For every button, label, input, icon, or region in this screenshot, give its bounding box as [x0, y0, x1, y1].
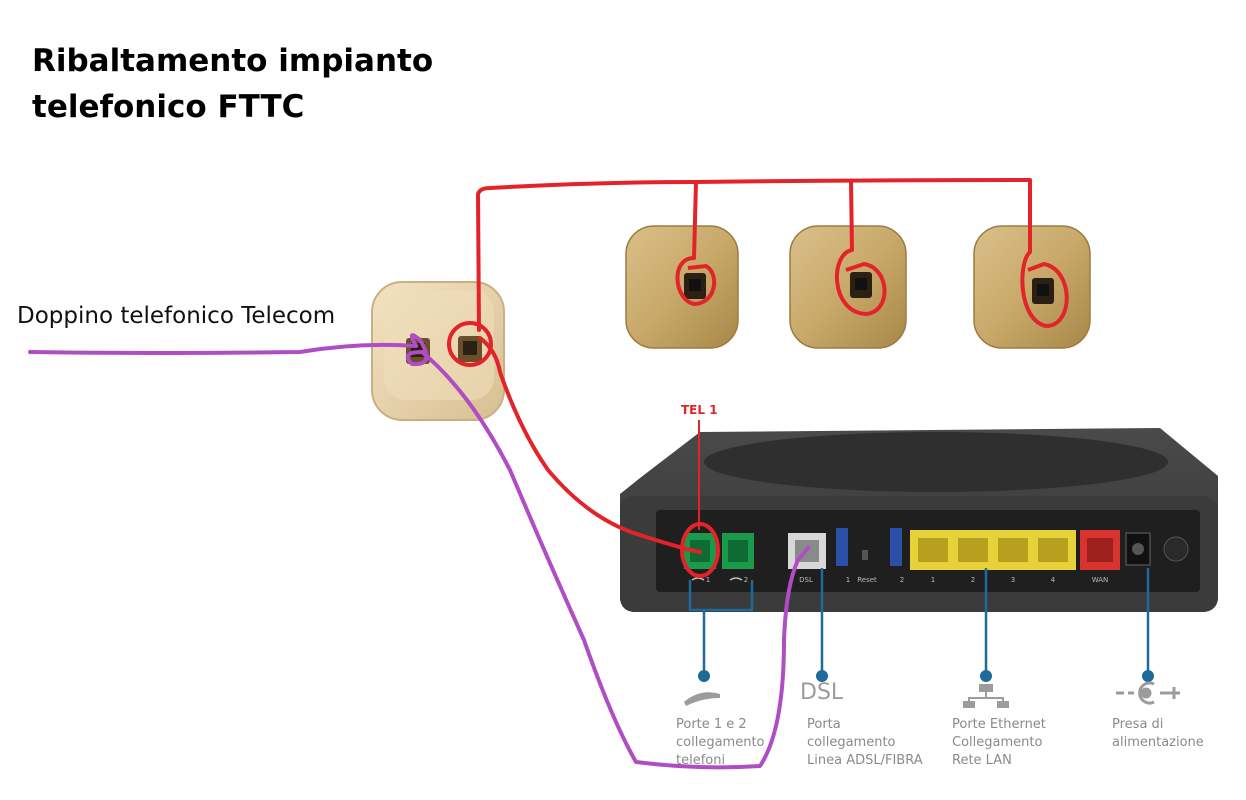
callout-dot-power [1142, 670, 1154, 682]
port-label-usb-2: 2 [900, 576, 904, 584]
usb-port-2 [890, 528, 902, 566]
port-label-reset: Reset [857, 576, 877, 584]
port-label-phone-1: 1 [706, 576, 710, 584]
port-label-lan-2: 2 [971, 576, 975, 584]
callout-phones-caption: Porte 1 e 2 collegamento telefoni [676, 717, 765, 768]
telecom-line-wiring [28, 333, 810, 770]
extension-wiring [476, 178, 1032, 554]
port-label-dsl: DSL [799, 576, 813, 584]
port-label-phone-2: 2 [744, 576, 748, 584]
port-label-usb-1: 1 [846, 576, 850, 584]
tel1-label: TEL 1 [681, 403, 718, 417]
callout-dsl-icon-label: DSL [800, 680, 844, 705]
extension-socket-2 [789, 225, 907, 349]
usb-port-1 [836, 528, 848, 566]
callout-dot-dsl [816, 670, 828, 682]
phone-handset-icon [684, 692, 720, 706]
telecom-cable-label: Doppino telefonico Telecom [17, 303, 336, 329]
reset-button [862, 550, 868, 560]
router: 1 2 DSL 1 Reset 2 1 2 3 4 WAN [620, 428, 1218, 612]
jack-markers [447, 248, 1069, 578]
phone-handset-icon [691, 577, 705, 581]
phone-handset-icon [729, 577, 743, 581]
page-title: Ribaltamento impianto telefonico FTTC [32, 43, 434, 125]
network-icon [963, 684, 1009, 708]
port-label-lan-1: 1 [931, 576, 935, 584]
extension-socket-1 [625, 225, 739, 349]
callout-dsl-caption: Porta collegamento Linea ADSL/FIBRA [807, 717, 923, 768]
callout-dot-phones [698, 670, 710, 682]
port-label-wan: WAN [1092, 576, 1109, 584]
port-label-lan-3: 3 [1011, 576, 1015, 584]
port-label-lan-4: 4 [1051, 576, 1056, 584]
callout-lines [688, 568, 1150, 672]
power-plug-icon [1116, 681, 1180, 705]
callout-ethernet-caption: Porte Ethernet Collegamento Rete LAN [952, 717, 1046, 768]
callout-dot-ethernet [980, 670, 992, 682]
power-button [1163, 536, 1189, 562]
main-wall-socket [371, 281, 505, 421]
callout-power-caption: Presa di alimentazione [1112, 717, 1204, 750]
